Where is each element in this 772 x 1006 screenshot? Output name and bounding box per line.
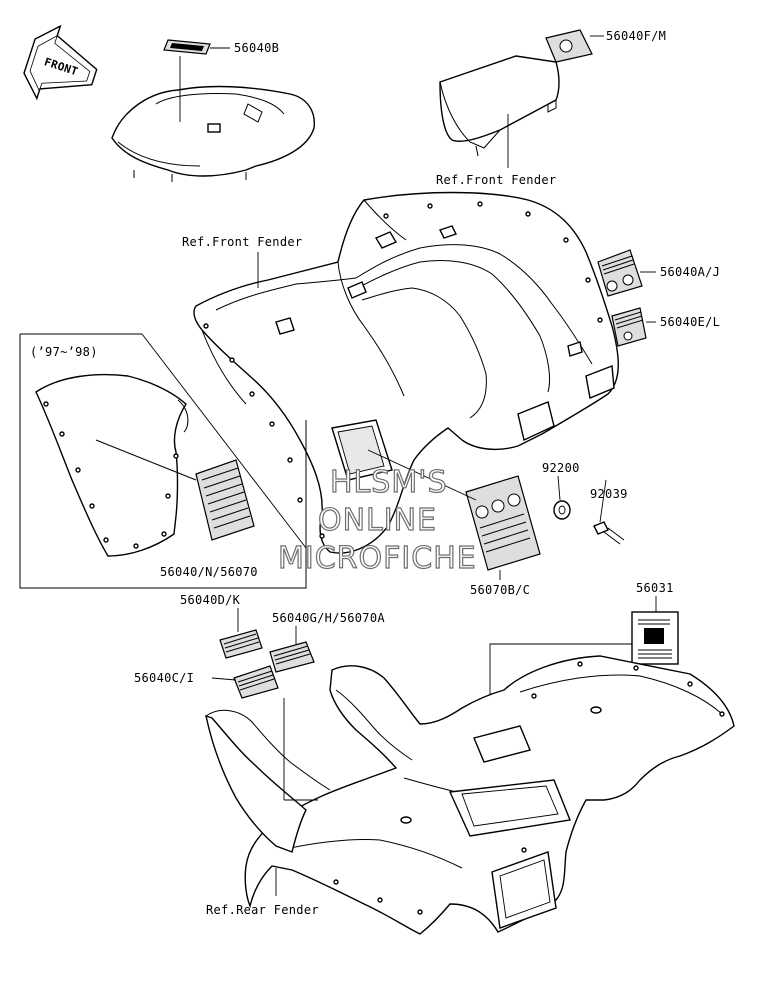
label-56070BC: 56070B/C: [470, 583, 530, 597]
watermark-line-1: HLSM'S: [330, 465, 448, 500]
fender-cover-part: [439, 55, 560, 157]
decal-56040FM: [545, 29, 593, 63]
watermark-line-3: MICROFICHE: [278, 541, 477, 576]
decal-56070BC: [465, 475, 541, 571]
front-direction-arrow-icon: FRONT: [23, 24, 98, 101]
label-56040B: 56040B: [234, 41, 279, 55]
label-92039: 92039: [590, 487, 628, 501]
decal-56040N-56070: [195, 459, 255, 541]
label-56040DK: 56040D/K: [180, 593, 241, 607]
washer-92200: [553, 500, 571, 520]
label-56040N-56070: 56040/N/56070: [160, 565, 258, 579]
decal-56040CI: [233, 665, 279, 699]
watermark-line-2: ONLINE: [318, 503, 437, 538]
label-56040GH-56070A: 56040G/H/56070A: [272, 611, 385, 625]
label-56031: 56031: [636, 581, 674, 595]
label-ref-rear-fender: Ref.Rear Fender: [206, 903, 319, 917]
label-ref-front-fender-top: Ref.Front Fender: [436, 173, 556, 187]
label-year-range: (’97~’98): [30, 345, 98, 359]
label-56040AJ: 56040A/J: [660, 265, 720, 279]
watermark: HLSM'S ONLINE MICROFICHE: [277, 464, 477, 576]
label-56040FM: 56040F/M: [606, 29, 666, 43]
decal-56031: [631, 611, 679, 665]
label-ref-front-fender-mid: Ref.Front Fender: [182, 235, 302, 249]
label-56040EL: 56040E/L: [660, 315, 720, 329]
front-cover-part: [111, 85, 315, 182]
label-56040CI: 56040C/I: [134, 671, 194, 685]
front-fender-body: [193, 191, 619, 554]
decal-56040EL: [611, 307, 647, 347]
pin-92039: [593, 521, 625, 545]
decal-56040B: [163, 39, 211, 55]
label-92200: 92200: [542, 461, 580, 475]
inset-box-97-98: (’97~’98) 56040/N/56070: [19, 333, 307, 589]
decal-56040GH-56070A: [269, 641, 315, 673]
rear-fender-body: [205, 655, 735, 935]
decal-56040AJ: [597, 249, 643, 297]
decal-56040DK: [219, 629, 263, 659]
